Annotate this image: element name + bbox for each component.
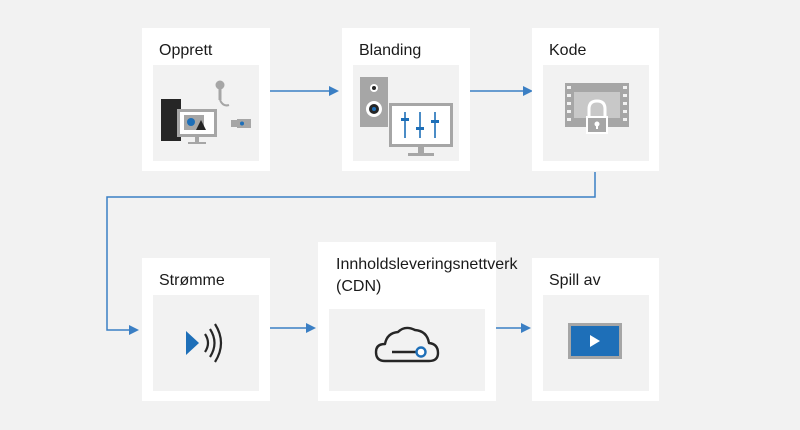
step-play-card: Spill av: [532, 258, 659, 401]
video-player-icon: [568, 323, 622, 359]
film-lock-icon: [565, 83, 629, 134]
step-play-label: Spill av: [549, 272, 601, 289]
step-encode-label: Kode: [549, 42, 587, 59]
step-stream-icon-area: [153, 295, 259, 391]
step-cdn-card: Innholdsleveringsnettverk (CDN): [318, 242, 517, 401]
step-mix-card: Blanding: [342, 28, 470, 171]
step-cdn-label: Innholdsleveringsnettverk (CDN): [336, 254, 517, 298]
play-signal-icon: [186, 323, 223, 363]
step-create-card: Opprett: [142, 28, 270, 171]
arrow-encode-to-stream: [106, 172, 596, 335]
step-create-label: Opprett: [159, 42, 213, 59]
step-create-icon-area: [153, 65, 259, 161]
step-encode-card: Kode: [532, 28, 659, 171]
create-computer-mic-camera-icon: [161, 80, 251, 144]
step-mix-icon-area: [353, 65, 459, 161]
step-mix-label: Blanding: [359, 42, 422, 59]
mixer-speaker-monitor-icon: [360, 77, 453, 156]
step-stream-card: Strømme: [142, 258, 270, 401]
step-play-icon-area: [543, 295, 649, 391]
step-cdn-label-line1: Innholdsleveringsnettverk: [336, 256, 518, 273]
step-cdn-icon-area: [329, 309, 485, 391]
cloud-icon: [374, 326, 440, 363]
step-encode-icon-area: [543, 65, 649, 161]
step-stream-label: Strømme: [159, 272, 225, 289]
step-cdn-label-line2: (CDN): [336, 278, 382, 295]
